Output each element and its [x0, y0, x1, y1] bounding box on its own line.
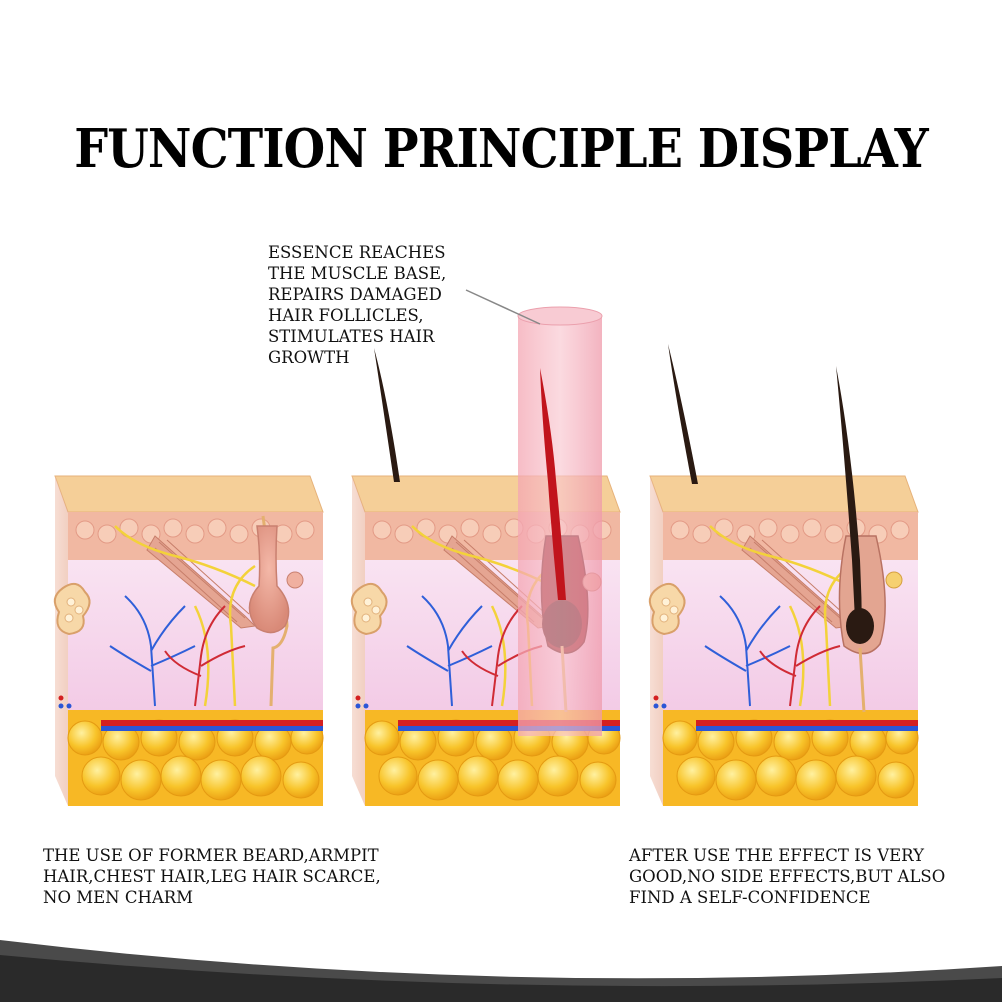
after-caption: AFTER USE THE EFFECT IS VERY GOOD,NO SID… [629, 846, 946, 907]
essence-pointer [465, 289, 541, 325]
essence-beam [517, 306, 603, 736]
panel-after [648, 474, 920, 808]
essence-caption: ESSENCE REACHES THE MUSCLE BASE, REPAIRS… [268, 243, 447, 367]
before-caption: THE USE OF FORMER BEARD,ARMPIT HAIR,CHES… [43, 846, 381, 907]
long-hair-2 [836, 366, 862, 640]
panel-before [53, 474, 325, 808]
short-hair [374, 348, 400, 482]
growing-hair [540, 368, 566, 600]
long-hair-1 [668, 344, 698, 484]
page-title: FUNCTION PRINCIPLE DISPLAY [74, 118, 928, 180]
